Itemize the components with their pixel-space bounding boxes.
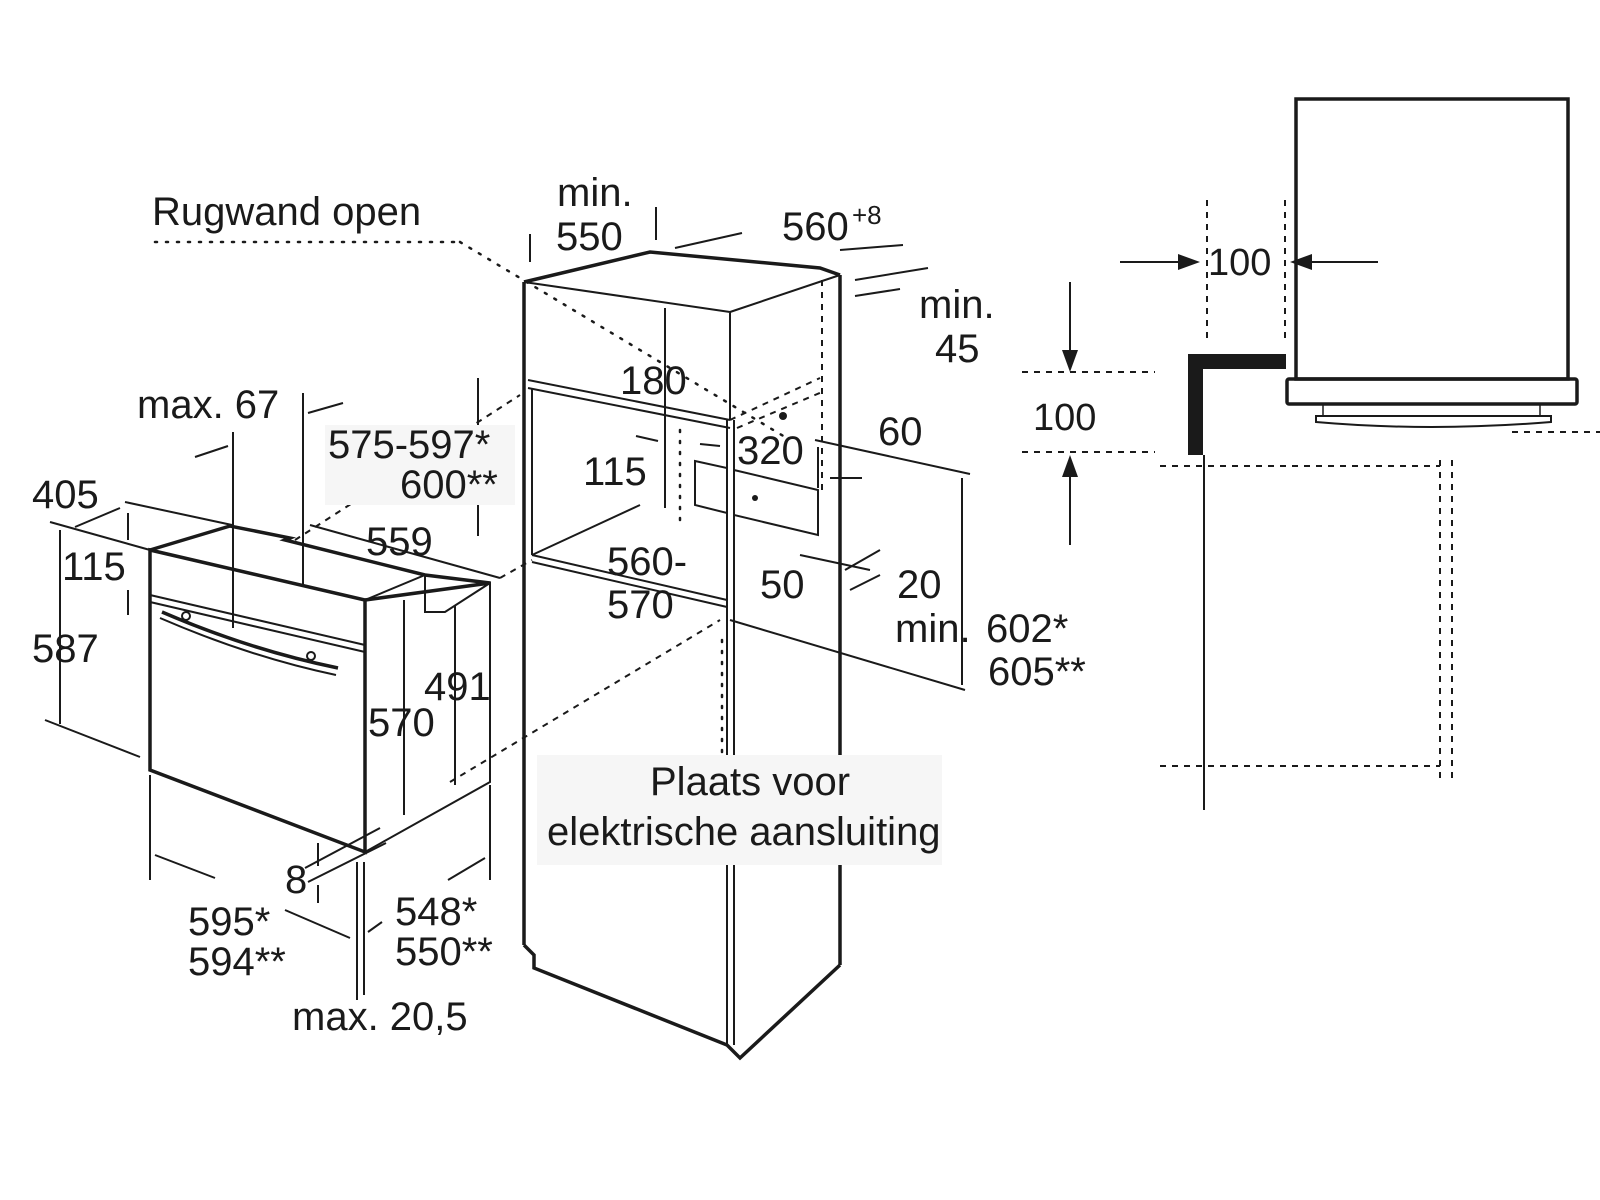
side-view-drawing xyxy=(1022,97,1600,810)
dim-niche-width-tolerance: +8 xyxy=(852,200,882,230)
electrical-note-line2: elektrische aansluiting xyxy=(547,810,941,854)
hatched-area-left xyxy=(694,459,728,515)
oven-front xyxy=(148,547,367,855)
dim-connector-width: 320 xyxy=(737,429,804,473)
oven-side-body xyxy=(1294,97,1570,381)
oven-dimension-lines xyxy=(44,393,501,1000)
dim-body-depth: 559 xyxy=(366,520,433,564)
dim-depth-star: 548* xyxy=(395,890,477,934)
dim-niche-height-double-star: 600** xyxy=(400,463,498,507)
dim-connector-offset: 115 xyxy=(583,450,647,494)
dim-min-height-star: 602* xyxy=(986,607,1068,651)
dim-vent-opening: 180 xyxy=(620,359,687,403)
dim-front-height: 587 xyxy=(32,627,99,671)
oven-side-handle xyxy=(1315,415,1552,428)
dim-min-gap-label: min. xyxy=(919,283,995,327)
dim-niche-width: 560 xyxy=(782,205,849,249)
dim-depth-double-star: 550** xyxy=(395,930,493,974)
dim-min-height-label: min. xyxy=(895,607,971,651)
oven-side-base xyxy=(1285,377,1579,406)
dim-min-height-double-star: 605** xyxy=(988,650,1086,694)
dim-min-gap-value: 45 xyxy=(935,327,980,371)
dim-width-star: 595* xyxy=(188,900,270,944)
oven-drawing xyxy=(148,524,491,855)
dim-vertical-clearance: 100 xyxy=(1033,397,1096,439)
oven-side xyxy=(364,573,491,853)
dim-body-height: 570 xyxy=(368,701,435,745)
dim-door-thickness: max. 20,5 xyxy=(292,995,468,1039)
dim-control-panel-offset: max. 67 xyxy=(137,383,279,427)
dim-bottom-gap: 8 xyxy=(285,858,307,902)
cabinet-drawing xyxy=(153,240,966,1061)
dim-inner-width-top: 560- xyxy=(607,540,687,584)
dim-rear-height: 491 xyxy=(424,665,491,709)
cabinet-bracket xyxy=(1188,354,1286,455)
dim-niche-height-star: 575-597* xyxy=(328,423,490,467)
electrical-note-line1: Plaats voor xyxy=(650,760,850,804)
dim-min-depth-label: min. xyxy=(557,171,633,215)
oven-panel-line-2 xyxy=(149,601,366,653)
oven-panel-line xyxy=(149,594,366,646)
dim-back-offset: 20 xyxy=(897,563,942,607)
oven-handle xyxy=(161,610,339,670)
dim-inner-width-bottom: 570 xyxy=(607,583,674,627)
rear-wall-note: Rugwand open xyxy=(152,190,421,234)
dim-top-depth: 405 xyxy=(32,473,99,517)
dim-width-double-star: 594** xyxy=(188,940,286,984)
dim-rear-gap: 50 xyxy=(760,563,805,607)
dim-min-depth-value: 550 xyxy=(556,215,623,259)
dim-horizontal-clearance: 100 xyxy=(1208,242,1271,284)
dim-panel-height: 115 xyxy=(62,545,126,589)
hatched-area-right xyxy=(733,468,819,537)
dim-side-offset: 60 xyxy=(878,410,923,454)
